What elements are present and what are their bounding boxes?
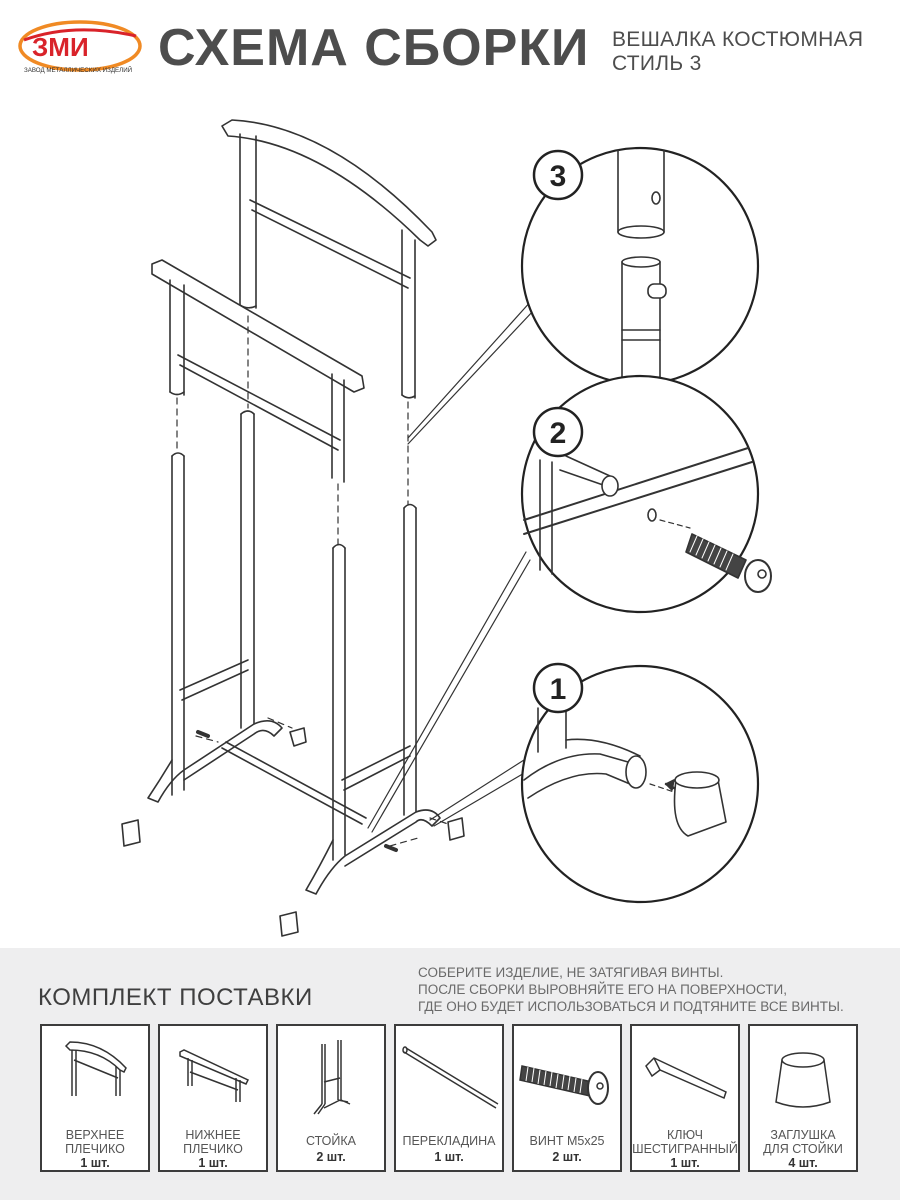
kit-item-name-1a: ВЕРХНЕЕ [65, 1128, 125, 1142]
kit-item-name-6a: КЛЮЧ [666, 1128, 704, 1142]
right-stand [279, 503, 465, 937]
kit-item-screw: ВИНТ М5х25 2 шт. [512, 1024, 622, 1172]
kit-item-upper-shoulder: ВЕРХНЕЕ ПЛЕЧИКО 1 шт. [40, 1024, 150, 1172]
kit-item-qty-2: 1 шт. [198, 1156, 228, 1170]
note-line-2: ПОСЛЕ СБОРКИ ВЫРОВНЯЙТЕ ЕГО НА ПОВЕРХНОС… [418, 982, 787, 997]
stand-icon [313, 1040, 351, 1115]
kit-item-cap: ЗАГЛУШКА ДЛЯ СТОЙКИ 4 шт. [748, 1024, 858, 1172]
kit-item-name-2a: НИЖНЕЕ [185, 1128, 241, 1142]
detail-2-number: 2 [550, 417, 567, 450]
lower-shoulder-icon [179, 1049, 250, 1102]
kit-item-name-7a: ЗАГЛУШКА [770, 1128, 836, 1142]
assembly-note: СОБЕРИТЕ ИЗДЕЛИЕ, НЕ ЗАТЯГИВАЯ ВИНТЫ. ПО… [418, 964, 844, 1015]
kit-item-qty-7: 4 шт. [788, 1156, 818, 1170]
hex-key-icon [645, 1057, 727, 1100]
detail-3-number: 3 [550, 160, 567, 193]
crossbar [221, 741, 367, 825]
detail-1-number: 1 [550, 673, 567, 706]
kit-item-name-7b: ДЛЯ СТОЙКИ [763, 1142, 843, 1156]
cap-icon [775, 1052, 831, 1108]
assembly-drawing: 3 2 1 [0, 100, 900, 948]
detail-leaders [367, 299, 535, 833]
kit-panel: КОМПЛЕКТ ПОСТАВКИ СОБЕРИТЕ ИЗДЕЛИЕ, НЕ З… [0, 948, 900, 1200]
kit-item-crossbar: ПЕРЕКЛАДИНА 1 шт. [394, 1024, 504, 1172]
product-name-line2: СТИЛЬ 3 [612, 52, 702, 75]
screw-icon [519, 1065, 609, 1105]
company-logo: ЗМИ ЗАВОД МЕТАЛЛИЧЕСКИХ ИЗДЕЛИЙ [14, 18, 142, 78]
kit-item-name-5: ВИНТ М5х25 [529, 1134, 605, 1148]
kit-item-qty-1: 1 шт. [80, 1156, 110, 1170]
upper-shoulder-icon [64, 1041, 127, 1096]
back-upper-shoulder [221, 119, 437, 399]
detail-2: 2 [520, 374, 772, 614]
kit-item-qty-3: 2 шт. [316, 1150, 346, 1164]
kit-title: КОМПЛЕКТ ПОСТАВКИ [38, 984, 313, 1011]
kit-item-qty-4: 1 шт. [434, 1150, 464, 1164]
kit-item-name-1b: ПЛЕЧИКО [65, 1142, 125, 1156]
kit-item-qty-5: 2 шт. [552, 1150, 582, 1164]
kit-item-hex-key: КЛЮЧ ШЕСТИГРАННЫЙ 1 шт. [630, 1024, 740, 1172]
kit-item-name-3: СТОЙКА [305, 1134, 356, 1148]
note-line-3: ГДЕ ОНО БУДЕТ ИСПОЛЬЗОВАТЬСЯ И ПОДТЯНИТЕ… [418, 999, 844, 1014]
product-name-line1: ВЕШАЛКА КОСТЮМНАЯ [612, 28, 864, 51]
kit-item-stand: СТОЙКА 2 шт. [276, 1024, 386, 1172]
front-lower-shoulder [151, 259, 365, 483]
alignment-lines [176, 315, 449, 847]
kit-item-name-2b: ПЛЕЧИКО [183, 1142, 243, 1156]
kit-item-name-6b: ШЕСТИГРАННЫЙ [632, 1142, 738, 1156]
detail-3: 3 [520, 146, 760, 386]
logo-text: ЗМИ [32, 32, 89, 62]
kit-item-qty-6: 1 шт. [670, 1156, 700, 1170]
detail-1: 1 [520, 662, 760, 904]
kit-items: ВЕРХНЕЕ ПЛЕЧИКО 1 шт. НИЖНЕЕ ПЛЕЧИКО 1 ш… [40, 1024, 872, 1196]
header: ЗМИ ЗАВОД МЕТАЛЛИЧЕСКИХ ИЗДЕЛИЙ СХЕМА СБ… [0, 0, 900, 110]
crossbar-icon [402, 1046, 499, 1109]
logo-subtext: ЗАВОД МЕТАЛЛИЧЕСКИХ ИЗДЕЛИЙ [24, 66, 132, 74]
left-stand [121, 410, 307, 847]
product-name: ВЕШАЛКА КОСТЮМНАЯ СТИЛЬ 3 [612, 28, 863, 76]
note-line-1: СОБЕРИТЕ ИЗДЕЛИЕ, НЕ ЗАТЯГИВАЯ ВИНТЫ. [418, 965, 724, 980]
kit-item-name-4: ПЕРЕКЛАДИНА [402, 1134, 496, 1148]
page-title: СХЕМА СБОРКИ [158, 19, 590, 77]
kit-item-lower-shoulder: НИЖНЕЕ ПЛЕЧИКО 1 шт. [158, 1024, 268, 1172]
